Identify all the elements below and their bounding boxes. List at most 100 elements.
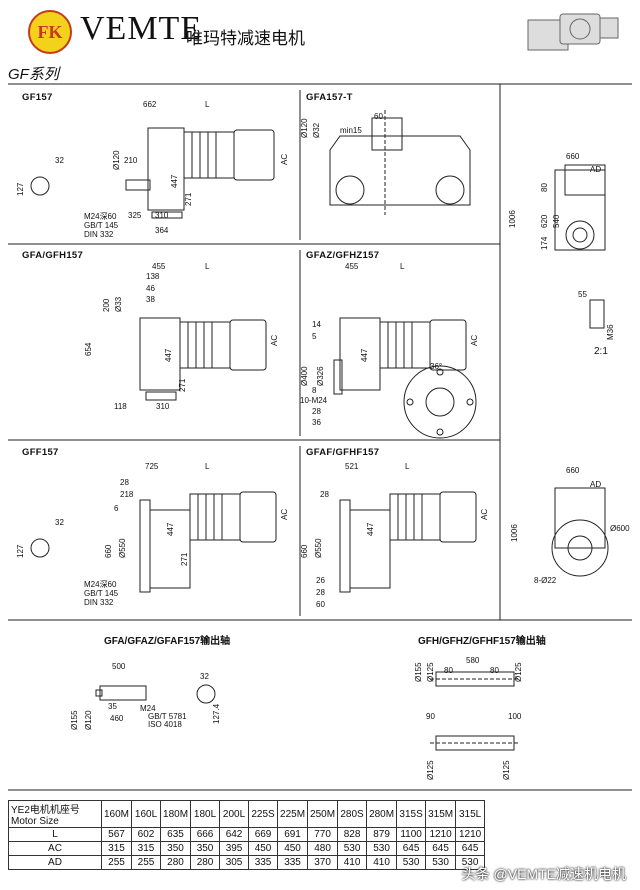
dim-447-3: 447 (360, 348, 369, 362)
dim-M24: M24 (140, 704, 156, 713)
table-cell: 1210 (425, 827, 457, 842)
table-cell: 225M (277, 800, 309, 828)
dim-AC-3: AC (470, 334, 479, 346)
table-cell: 770 (307, 827, 339, 842)
dim-600: Ø600 (610, 524, 630, 533)
panel-label-gff157: GFF157 (22, 447, 59, 458)
section-title-shaft-right: GFH/GFHZ/GFHF157输出轴 (418, 636, 546, 647)
table-cell: 370 (307, 855, 339, 870)
watermark: 头条 @VEMTE减速机电机 (461, 866, 626, 882)
dim-455-2: 455 (345, 262, 359, 271)
dim-46: 46 (146, 284, 155, 293)
gearbox-thumbnail (527, 13, 619, 51)
table-row-label: L (8, 827, 102, 842)
table-cell: 666 (190, 827, 221, 842)
dim-6: 6 (114, 504, 119, 513)
section-title-shaft-left: GFA/GFAZ/GFAF157输出轴 (104, 636, 231, 647)
dim-326: Ø326 (316, 366, 325, 386)
series-title: GF系列 (8, 66, 59, 83)
table-cell: 642 (219, 827, 250, 842)
dim-36: 36 (312, 418, 321, 427)
table-cell: 645 (455, 841, 486, 856)
dim-14: 14 (312, 320, 321, 329)
dim-80-3: 80 (490, 666, 499, 675)
logo-text: FK (37, 21, 63, 42)
angle-36: 36° (430, 362, 443, 371)
table-cell: 200L (219, 800, 250, 828)
gff-note-3: DIN 332 (84, 598, 114, 607)
table-cell: 280 (160, 855, 192, 870)
gff-note: M24深60 GB/T 145 DIN 332 (84, 580, 118, 607)
dim-gb5781: GB/T 5781 (148, 712, 187, 721)
gf-note-2: GB/T 145 (84, 221, 119, 230)
header-label-cn: YE2电机机座号 (11, 805, 80, 816)
dim-660: 660 (566, 152, 580, 161)
dim-210: 210 (124, 156, 138, 165)
table-cell: 315L (455, 800, 486, 828)
table-cell: 450 (277, 841, 309, 856)
dim-127-2: 127 (16, 544, 25, 558)
dim-32k: Ø32 (312, 122, 321, 138)
dim-447: 447 (170, 174, 179, 188)
dim-550-2: Ø550 (314, 538, 323, 558)
dim-310: 310 (155, 211, 169, 220)
dim-654: 654 (84, 342, 93, 356)
dim-200: 200 (102, 298, 111, 312)
dim-127: 127 (16, 182, 25, 196)
header-label-en: Motor Size (11, 816, 59, 827)
table-cell: 480 (307, 841, 339, 856)
dim-125-2: Ø125 (514, 662, 523, 682)
dim-60-2: 60 (316, 600, 325, 609)
dim-580: 580 (466, 656, 480, 665)
dim-125: Ø125 (426, 662, 435, 682)
dim-174: 174 (540, 236, 549, 250)
gf-note-3: DIN 332 (84, 230, 114, 239)
table-cell: 280S (337, 800, 368, 828)
table-row: AD 255 255 280 280 305 335 335 370 410 4… (8, 855, 486, 870)
table-cell: 567 (100, 827, 133, 842)
table-cell: 350 (160, 841, 192, 856)
dim-38: 38 (146, 295, 155, 304)
table-cell: 315M (425, 800, 457, 828)
table-cell: 635 (160, 827, 192, 842)
dim-155: Ø155 (70, 710, 79, 730)
dim-26: 26 (316, 576, 325, 585)
dim-min15: min15 (340, 126, 362, 135)
dim-271-3: 271 (180, 552, 189, 566)
table-cell: 602 (131, 827, 162, 842)
dim-28-3: 28 (320, 490, 329, 499)
table-row-label: AD (8, 855, 102, 870)
dim-460: 460 (110, 714, 124, 723)
dim-271-2: 271 (178, 378, 187, 392)
dim-120-2: Ø120 (84, 710, 93, 730)
dim-AD-2: AD (590, 480, 602, 489)
dim-28-4: 28 (316, 588, 325, 597)
table-cell: 335 (277, 855, 309, 870)
table-cell: 669 (248, 827, 279, 842)
table-cell: 180L (190, 800, 221, 828)
dim-100: 100 (508, 712, 522, 721)
table-cell: 530 (337, 841, 368, 856)
dim-10-M24: 10-M24 (300, 396, 328, 405)
dim-447-5: 447 (366, 522, 375, 536)
gff-note-2: GB/T 145 (84, 589, 119, 598)
dim-AC-5: AC (480, 508, 489, 520)
dim-AC-2: AC (270, 334, 279, 346)
dim-540: 540 (552, 214, 561, 228)
table-cell: 180M (160, 800, 192, 828)
dim-662: 662 (143, 100, 157, 109)
page-header: FK VEMTE 唯玛特减速电机 (0, 0, 640, 62)
dim-60: 60 (374, 112, 383, 121)
dim-L-5: L (405, 462, 410, 471)
dim-32-2: 32 (55, 518, 64, 527)
dim-125-4: Ø125 (502, 760, 511, 780)
dim-AC: AC (280, 153, 289, 165)
dim-1006: 1006 (508, 210, 517, 228)
dim-660-3: 660 (300, 544, 309, 558)
dim-8: 8 (312, 386, 317, 395)
dim-t-120: Ø120 (300, 118, 309, 138)
table-cell: 255 (131, 855, 162, 870)
dim-155-2: Ø155 (414, 662, 423, 682)
